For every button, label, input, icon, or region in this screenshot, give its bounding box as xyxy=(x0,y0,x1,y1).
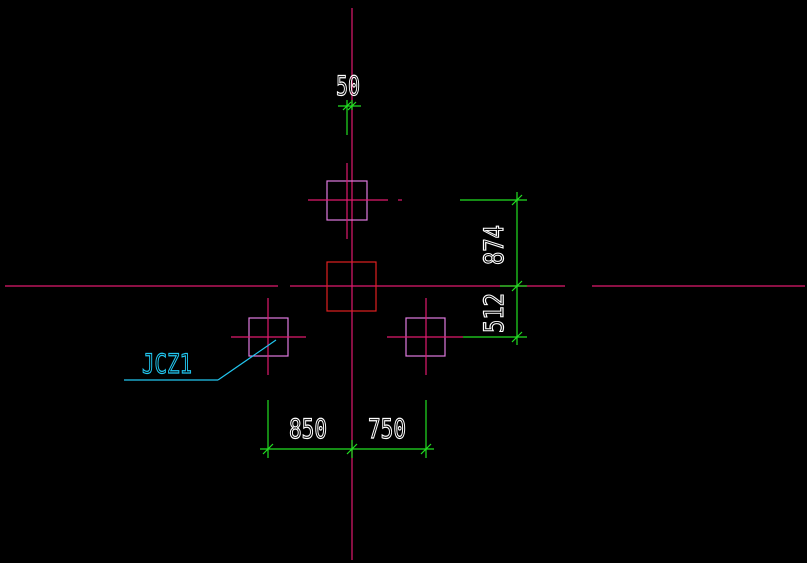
dim-bottom-tick-left xyxy=(262,443,274,455)
pile-tag-text: JCZ1 xyxy=(142,349,192,380)
dim-top-tick-right xyxy=(347,101,357,111)
dimension-right-vertical[interactable] xyxy=(460,192,527,345)
dim-upper-spacing-text: 874 xyxy=(479,225,510,265)
dim-right-tick-mid xyxy=(511,280,523,292)
leader-diagonal xyxy=(217,339,277,381)
dimension-top-offset[interactable] xyxy=(338,100,361,135)
dim-lower-spacing-text: 512 xyxy=(479,293,510,333)
pile-bottom-left[interactable] xyxy=(231,298,306,375)
dim-bottom-tick-mid xyxy=(346,443,358,455)
dim-right-tick-top xyxy=(511,194,523,206)
dim-right-spacing-text: 750 xyxy=(368,414,406,445)
pile-cap-center[interactable] xyxy=(326,261,377,312)
dim-bottom-tick-right xyxy=(420,443,432,455)
axis-lines xyxy=(5,8,805,560)
dim-left-spacing-text: 850 xyxy=(289,414,327,445)
dim-top-offset-text: 50 xyxy=(336,71,360,102)
pile-top[interactable] xyxy=(308,163,402,239)
pile-bottom-right[interactable] xyxy=(387,298,463,375)
pile-tag-leader[interactable] xyxy=(124,339,277,381)
dim-top-tick-left xyxy=(342,101,352,111)
dimension-bottom-horizontal[interactable] xyxy=(260,400,434,458)
dim-right-tick-bottom xyxy=(511,331,523,343)
